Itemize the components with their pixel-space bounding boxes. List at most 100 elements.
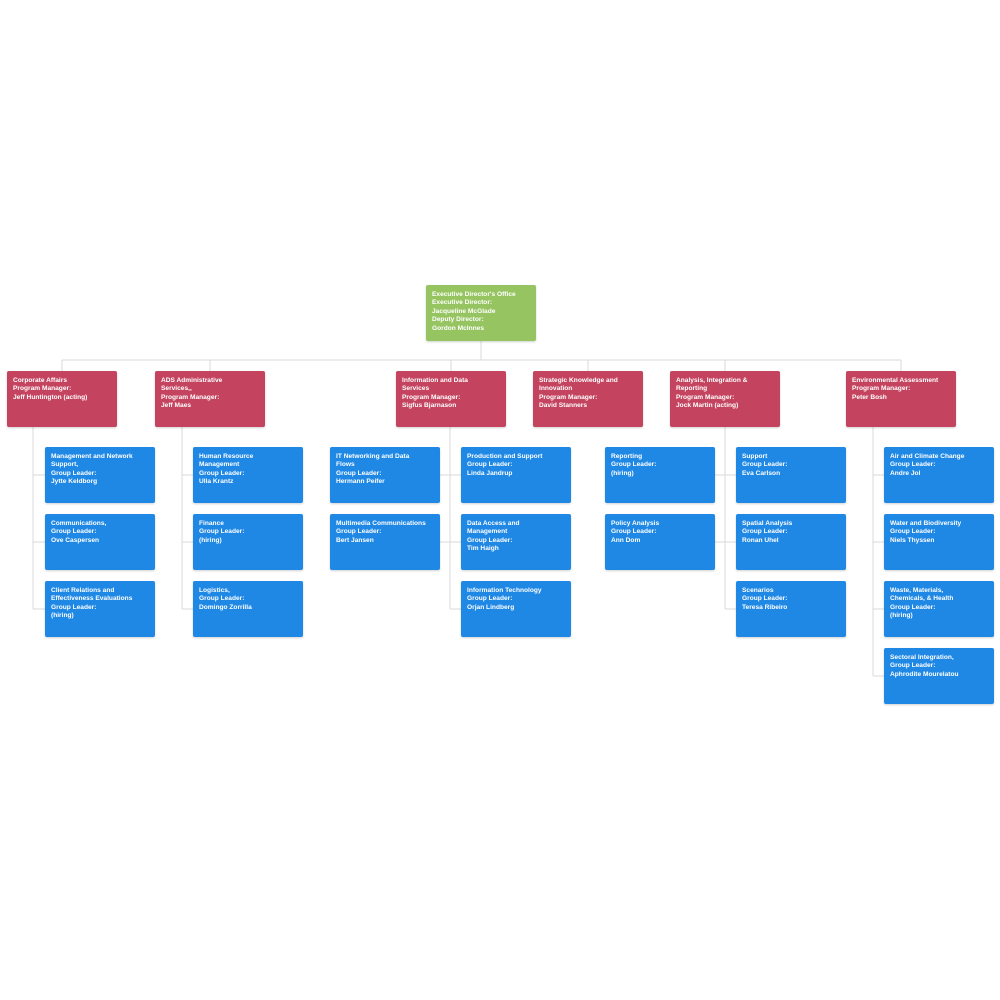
- node-text: Peter Bosh: [852, 393, 887, 401]
- node-text: Information Technology: [467, 587, 542, 594]
- node-text: (hiring): [611, 469, 634, 477]
- environmental-assessment-node[interactable]: Environmental Assessment Program Manager…: [846, 371, 956, 427]
- node-text: Sectoral Integration,: [890, 654, 954, 661]
- information-technology-node[interactable]: Information Technology Group Leader: Orj…: [461, 581, 571, 637]
- node-text: Data Access and: [467, 520, 520, 527]
- strategic-knowledge-and-innovation-node[interactable]: Strategic Knowledge and Innovation Progr…: [533, 371, 643, 427]
- node-text: Multimedia Communications: [336, 520, 426, 527]
- reporting-node[interactable]: Reporting Group Leader: (hiring): [605, 447, 715, 503]
- node-text: Group Leader:: [336, 469, 382, 477]
- node-text: (hiring): [890, 612, 913, 620]
- node-text: Niels Thyssen: [890, 536, 935, 544]
- corporate-affairs-node[interactable]: Corporate Affairs Program Manager: Jeff …: [7, 371, 117, 427]
- node-text: Group Leader:: [467, 536, 513, 544]
- node-text: Management: [467, 528, 508, 536]
- node-text: (hiring): [51, 612, 74, 620]
- node-text: Group Leader:: [336, 528, 382, 536]
- support-node[interactable]: Support Group Leader: Eva Carlson: [736, 447, 846, 503]
- node-text: Support,: [51, 461, 79, 469]
- management-and-network-support-node[interactable]: Management and Network Support, Group Le…: [45, 447, 155, 503]
- node-text: Jacqueline McGlade: [432, 307, 496, 315]
- node-text: Andre Jol: [890, 469, 921, 477]
- communications-node[interactable]: Communications, Group Leader: Ove Casper…: [45, 514, 155, 570]
- node-text: Ann Dom: [611, 536, 641, 544]
- node-text: Group Leader:: [199, 528, 245, 536]
- node-text: Jock Martin (acting): [676, 402, 739, 410]
- node-text: Executive Director's Office: [432, 291, 516, 298]
- node-text: (hiring): [199, 536, 222, 544]
- node-text: Linda Jandrup: [467, 469, 513, 477]
- information-and-data-services-node[interactable]: Information and Data Services Program Ma…: [396, 371, 506, 427]
- client-relations-node[interactable]: Client Relations and Effectiveness Evalu…: [45, 581, 155, 637]
- node-text: Analysis, Integration &: [676, 377, 748, 384]
- node-text: Tim Haigh: [467, 545, 499, 553]
- node-text: Policy Analysis: [611, 520, 660, 527]
- node-text: Reporting: [676, 385, 708, 393]
- node-text: ADS Administrative: [161, 377, 223, 384]
- node-text: Human Resource: [199, 453, 254, 460]
- analysis-integration-reporting-node[interactable]: Analysis, Integration & Reporting Progra…: [670, 371, 780, 427]
- sectoral-integration-node[interactable]: Sectoral Integration, Group Leader: Aphr…: [884, 648, 994, 704]
- node-text: Orjan Lindberg: [467, 603, 515, 611]
- node-text: Group Leader:: [890, 461, 936, 469]
- node-text: Group Leader:: [890, 662, 936, 670]
- node-text: Scenarios: [742, 587, 774, 594]
- node-text: Group Leader:: [742, 595, 788, 603]
- node-text: Water and Biodiversity: [890, 520, 962, 527]
- node-text: Group Leader:: [890, 528, 936, 536]
- node-text: Group Leader:: [742, 461, 788, 469]
- node-text: Bert Jansen: [336, 536, 374, 544]
- spatial-analysis-node[interactable]: Spatial Analysis Group Leader: Ronan Uhe…: [736, 514, 846, 570]
- node-text: Group Leader:: [199, 595, 245, 603]
- scenarios-node[interactable]: Scenarios Group Leader: Teresa Ribeiro: [736, 581, 846, 637]
- executive-directors-office-node[interactable]: Executive Director's Office Executive Di…: [426, 285, 536, 341]
- node-text: Group Leader:: [611, 461, 657, 469]
- node-text: Production and Support: [467, 453, 543, 460]
- node-text: Flows: [336, 461, 355, 469]
- node-text: Strategic Knowledge and: [539, 377, 618, 384]
- production-and-support-node[interactable]: Production and Support Group Leader: Lin…: [461, 447, 571, 503]
- node-text: Deputy Director:: [432, 316, 484, 324]
- node-text: Information and Data: [402, 377, 468, 384]
- node-text: Services: [402, 385, 430, 393]
- node-text: Support: [742, 453, 768, 460]
- data-access-and-management-node[interactable]: Data Access and Management Group Leader:…: [461, 514, 571, 570]
- node-text: Program Manager:: [13, 385, 72, 393]
- logistics-node[interactable]: Logistics, Group Leader: Domingo Zorrill…: [193, 581, 303, 637]
- node-text: Teresa Ribeiro: [742, 603, 788, 611]
- node-text: Group Leader:: [51, 528, 97, 536]
- multimedia-communications-node[interactable]: Multimedia Communications Group Leader: …: [330, 514, 440, 570]
- node-text: Innovation: [539, 385, 573, 393]
- node-text: Air and Climate Change: [890, 453, 965, 460]
- node-text: Finance: [199, 520, 224, 527]
- node-text: Eva Carlson: [742, 469, 781, 477]
- node-text: Waste, Materials,: [890, 587, 944, 594]
- node-text: Reporting: [611, 453, 643, 460]
- node-text: Ove Caspersen: [51, 536, 100, 544]
- it-networking-and-data-flows-node[interactable]: IT Networking and Data Flows Group Leade…: [330, 447, 440, 503]
- node-text: Sigfus Bjarnason: [402, 402, 457, 410]
- node-text: Group Leader:: [467, 595, 513, 603]
- node-text: Program Manager:: [852, 385, 911, 393]
- policy-analysis-node[interactable]: Policy Analysis Group Leader: Ann Dom: [605, 514, 715, 570]
- ads-administrative-services-node[interactable]: ADS Administrative Services,, Program Ma…: [155, 371, 265, 427]
- node-text: Group Leader:: [611, 528, 657, 536]
- node-text: Management and Network: [51, 453, 133, 460]
- air-and-climate-change-node[interactable]: Air and Climate Change Group Leader: And…: [884, 447, 994, 503]
- node-text: Environmental Assessment: [852, 377, 939, 384]
- node-text: Group Leader:: [199, 469, 245, 477]
- node-text: Chemicals, & Health: [890, 595, 954, 603]
- node-text: Jeff Huntington (acting): [13, 393, 88, 401]
- node-text: Logistics,: [199, 587, 230, 594]
- node-text: Group Leader:: [890, 603, 936, 611]
- node-text: Management: [199, 461, 240, 469]
- node-text: Domingo Zorrilla: [199, 603, 252, 611]
- node-text: Ronan Uhel: [742, 536, 779, 544]
- node-text: Spatial Analysis: [742, 520, 793, 527]
- node-text: Services,,: [161, 385, 192, 393]
- water-and-biodiversity-node[interactable]: Water and Biodiversity Group Leader: Nie…: [884, 514, 994, 570]
- human-resource-management-node[interactable]: Human Resource Management Group Leader: …: [193, 447, 303, 503]
- node-text: Gordon McInnes: [432, 324, 485, 332]
- finance-node[interactable]: Finance Group Leader: (hiring): [193, 514, 303, 570]
- waste-materials-chemicals-health-node[interactable]: Waste, Materials, Chemicals, & Health Gr…: [884, 581, 994, 637]
